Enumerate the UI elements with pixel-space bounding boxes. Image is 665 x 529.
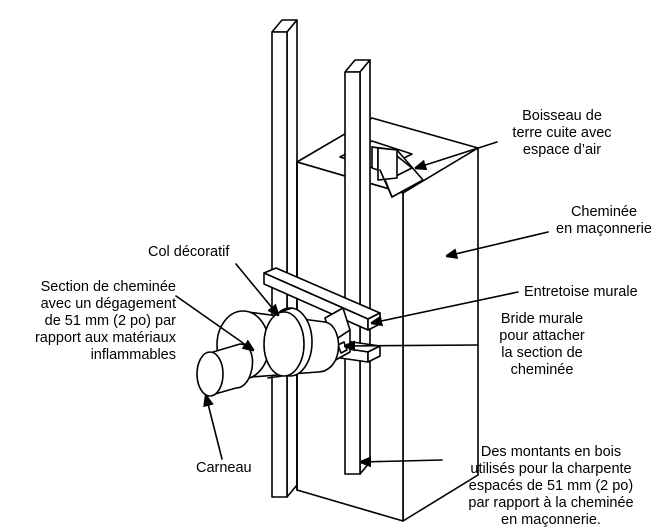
arrow-collar — [235, 263, 278, 315]
label-masonry-chimney: Cheminée en maçonnerie — [556, 204, 652, 237]
label-wall-spacer: Entretoise murale — [524, 284, 638, 300]
label-wall-bracket: Bride murale pour attacher la section de… — [499, 311, 585, 378]
label-chimney-section: Section de cheminée avec un dégagement d… — [34, 279, 176, 363]
arrow-spacer — [372, 291, 519, 323]
front-stud — [344, 59, 371, 475]
label-clay-flue-liner: Boisseau de terre cuite avec espace d’ai… — [512, 108, 612, 158]
arrow-chimney — [447, 231, 549, 256]
flue-pipe — [196, 343, 254, 397]
decorative-collar — [263, 307, 313, 379]
label-wood-studs: Des montants en bois utilisés pour la ch… — [468, 444, 634, 528]
label-flue: Carneau — [196, 460, 252, 476]
label-decorative-collar: Col décoratif — [148, 244, 230, 260]
arrow-liner — [416, 141, 498, 168]
arrow-flue — [206, 396, 223, 460]
leader-arrows — [175, 141, 549, 462]
arrow-bracket — [345, 345, 479, 346]
arrow-studs — [361, 460, 443, 462]
arrow-section — [175, 295, 253, 350]
